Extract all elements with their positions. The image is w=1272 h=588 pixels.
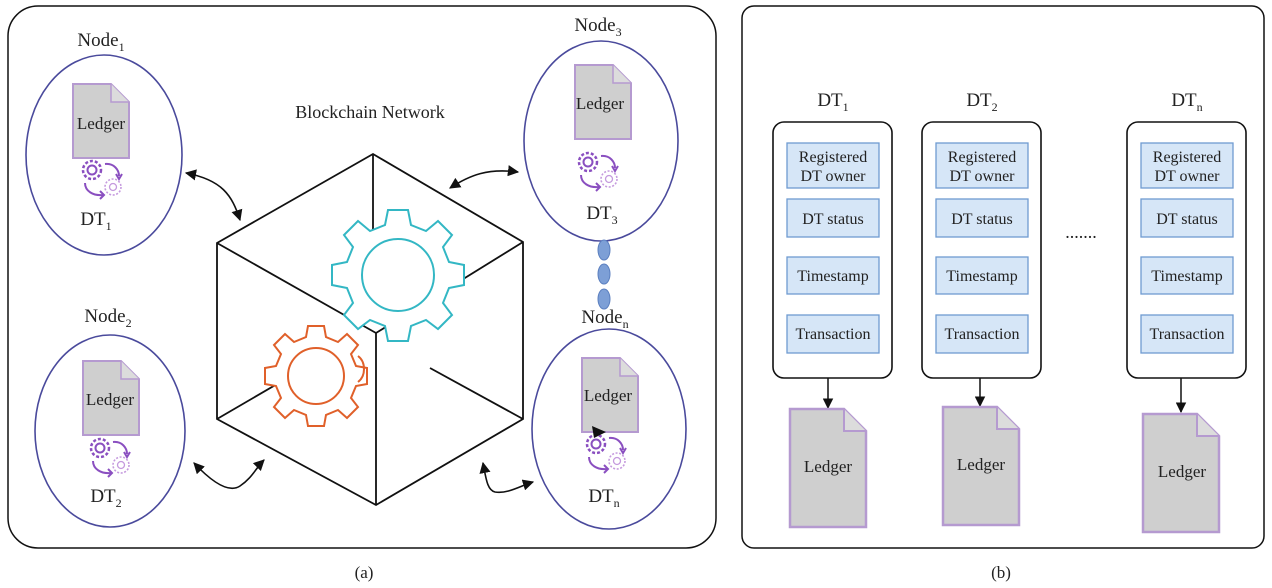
field-label: DT owner: [949, 168, 1015, 185]
node-2-title: Node2: [84, 306, 131, 330]
ledger-label: Ledger: [1158, 462, 1206, 481]
dt-2-heading: DT2: [966, 90, 997, 114]
dt-status-field: [1140, 198, 1234, 238]
field-label: Timestamp: [946, 268, 1017, 285]
transaction-field: [786, 314, 880, 354]
field-label: Timestamp: [797, 268, 868, 285]
timestamp-field: [935, 256, 1029, 295]
connection-arrows: [184, 165, 535, 494]
field-label: Transaction: [796, 326, 871, 343]
node-3-title: Node3: [574, 15, 621, 39]
dt-n-heading: DTn: [1171, 90, 1202, 114]
node-1: Node1 Ledger DT1: [25, 30, 183, 256]
field-label: DT status: [802, 211, 863, 228]
field-label: Registered: [799, 149, 867, 166]
ellipsis: .......: [1065, 222, 1097, 242]
arrow-node1-cube: [184, 169, 243, 222]
caption-b: (b): [991, 563, 1011, 582]
field-label: DT status: [951, 211, 1012, 228]
field-label: Transaction: [1150, 326, 1225, 343]
field-label: DT owner: [800, 168, 866, 185]
dt-status-field: [786, 198, 880, 238]
registered-owner-field: [786, 142, 880, 189]
ledger-label: Ledger: [957, 455, 1005, 474]
teal-gear-icon: [331, 209, 465, 342]
dt-1-label: DT1: [80, 209, 111, 233]
orange-gear-icon: [264, 325, 368, 427]
panel-a: Blockchain Network Node1 Ledger: [7, 5, 717, 549]
dt-3-label: DT3: [586, 203, 617, 227]
cursor-icon: [592, 426, 606, 438]
field-label: Timestamp: [1151, 268, 1222, 285]
node-2: Node2 Ledger DT2: [34, 306, 186, 528]
dt-2-label: DT2: [90, 486, 121, 510]
timestamp-field: [1140, 256, 1234, 295]
chain-link-icon: [597, 239, 611, 310]
timestamp-field: [786, 256, 880, 295]
registered-owner-field: [1140, 142, 1234, 189]
ledger-label: Ledger: [804, 457, 852, 476]
caption-a: (a): [355, 563, 374, 582]
node-1-title: Node1: [77, 30, 124, 54]
field-label: Registered: [948, 149, 1016, 166]
arrow-node2-cube: [193, 459, 265, 489]
network-label: Blockchain Network: [295, 102, 444, 122]
blockchain-cube: [216, 152, 524, 507]
transaction-field: [935, 314, 1029, 354]
field-label: DT owner: [1154, 168, 1220, 185]
dt-1-heading: DT1: [817, 90, 848, 114]
dt-column-1: DT1 Registered DT owner DT status Timest…: [772, 90, 893, 529]
field-label: Transaction: [945, 326, 1020, 343]
ledger-label: Ledger: [584, 386, 632, 405]
dt-n-label: DTn: [588, 486, 619, 510]
field-label: Registered: [1153, 149, 1221, 166]
ledger-label: Ledger: [77, 114, 125, 133]
panel-b: DT1 Registered DT owner DT status Timest…: [741, 5, 1265, 549]
dt-column-2: DT2 Registered DT owner DT status Timest…: [921, 90, 1042, 527]
registered-owner-field: [935, 142, 1029, 189]
transaction-field: [1140, 314, 1234, 354]
ledger-label: Ledger: [86, 390, 134, 409]
ledger-label: Ledger: [576, 94, 624, 113]
orange-gear-fragment-icon: [357, 355, 365, 383]
node-n-title: Noden: [581, 307, 628, 331]
node-n: Noden Ledger DTn: [531, 307, 687, 530]
dt-column-n: DTn Registered DT owner DT status Timest…: [1126, 90, 1247, 534]
arrow-node3-cube: [449, 165, 520, 189]
node-3: Node3 Ledger DT3: [523, 15, 679, 242]
field-label: DT status: [1156, 211, 1217, 228]
dt-status-field: [935, 198, 1029, 238]
arrow-noden-cube: [479, 461, 535, 494]
